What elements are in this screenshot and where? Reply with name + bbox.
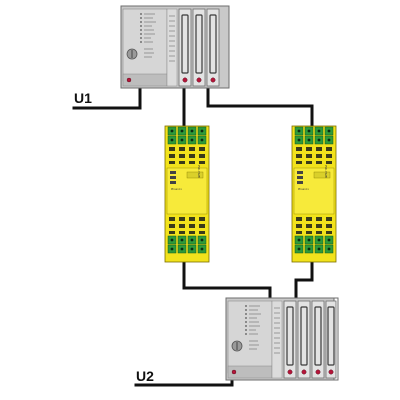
relay-right-side-text: PSR-ESAM <box>324 165 328 178</box>
wire-left-relay-to-u2 <box>182 260 272 298</box>
controller-u2 <box>225 297 339 381</box>
wire-u1-to-right-relay <box>206 82 314 128</box>
relay-left-brand: Phoenix <box>171 187 182 191</box>
safety-relay-right: Phoenix PSR-ESAM <box>291 125 337 263</box>
safety-relay-left: Phoenix PSR-ESAM <box>164 125 210 263</box>
relay-left-side-text: PSR-ESAM <box>197 165 201 178</box>
u1-supply-wire <box>72 82 142 110</box>
relay-right-brand: Phoenix <box>298 187 309 191</box>
u2-supply-wire <box>134 378 234 387</box>
wires <box>72 82 314 387</box>
label-u1: U1 <box>74 90 92 106</box>
controller-u1 <box>120 5 230 89</box>
label-u2: U2 <box>136 368 154 384</box>
wire-right-relay-to-u2 <box>294 260 314 298</box>
